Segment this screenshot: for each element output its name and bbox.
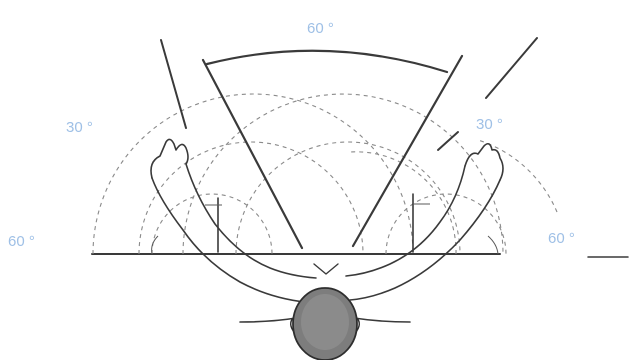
right-30-deg-line-lower [438,132,458,150]
right-angle-marker [488,236,498,254]
right-view-line [353,56,462,246]
right-upper-angle-label: 30 ° [476,116,503,133]
right-hand-outline [465,144,503,180]
right-30-deg-line-upper [486,38,537,98]
head-highlight [301,294,349,350]
top-field-arc [207,51,447,72]
right-max-reach-arc [183,94,503,254]
top-angle-label: 60 ° [307,20,334,37]
neck-outline [314,264,338,274]
left-lower-angle-label: 60 ° [8,233,35,250]
left-upper-angle-label: 30 ° [66,119,93,136]
left-normal-reach-arc [152,194,272,254]
right-lower-angle-label: 60 ° [548,230,575,247]
left-arm-outline [152,164,316,302]
right-arm-outline [346,166,500,300]
left-hand-outline [151,139,188,178]
outer-right-arc [350,152,456,254]
left-max-reach-arc [93,94,413,254]
